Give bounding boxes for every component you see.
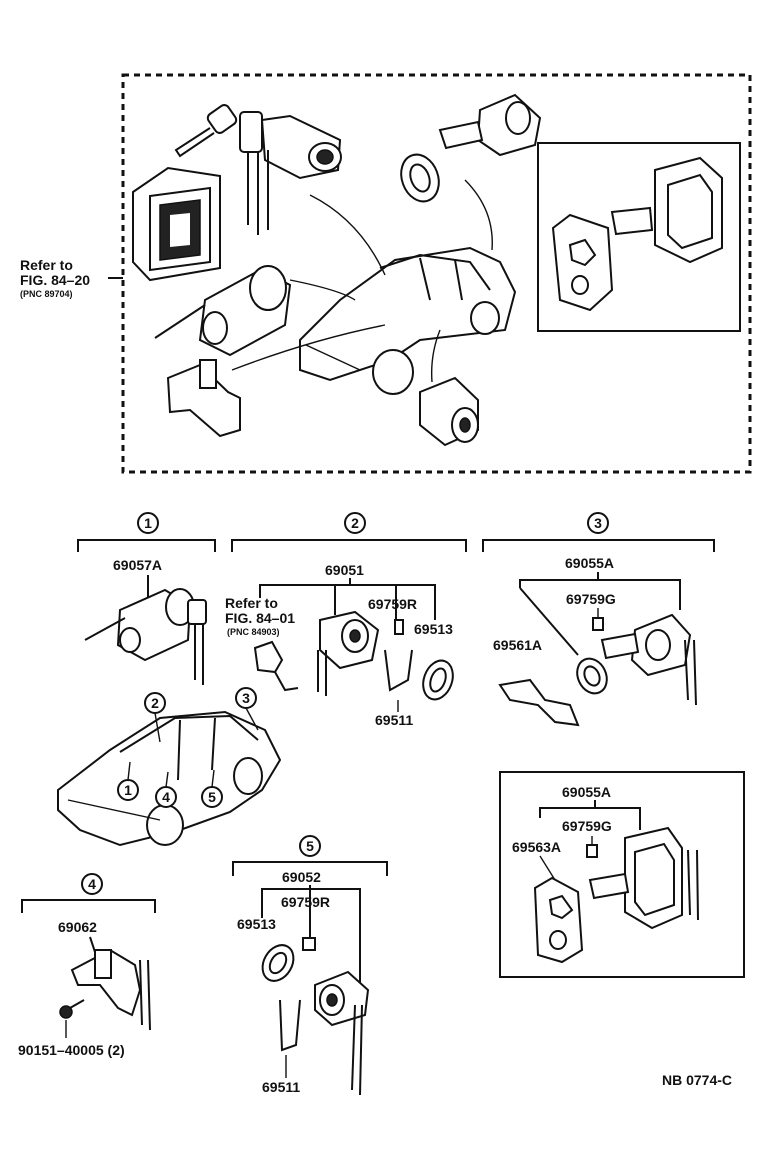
bolt-part-number: 90151–40005 (2) <box>18 1042 125 1058</box>
callout-5: 5 <box>208 789 216 805</box>
part-number: 69759G <box>566 591 616 607</box>
part-number: 69561A <box>493 637 542 653</box>
group-5: 5 69052 69759R 69513 69511 <box>232 835 388 1096</box>
car-outline-icon <box>299 246 517 395</box>
part-number: 69759R <box>281 894 330 910</box>
refer-line3: (PNC 84903) <box>227 627 280 637</box>
part-number: 69052 <box>282 869 321 885</box>
part-number: 69055A <box>562 784 611 800</box>
refer-line2: FIG. 84–01 <box>225 610 295 626</box>
part-number: 69513 <box>414 621 453 637</box>
group-1: 1 69057A <box>77 512 216 685</box>
part-number: 69062 <box>58 919 97 935</box>
trunk-lock-bracket-icon <box>166 359 241 438</box>
footer-code: NB 0774-C <box>662 1072 732 1088</box>
callout-sweeps-top <box>231 179 493 383</box>
bolt-icon <box>59 999 85 1019</box>
group-number: 4 <box>88 876 96 892</box>
ignition-key-icon <box>174 104 238 158</box>
part-number: 69057A <box>113 557 162 573</box>
trunk-lock-icon <box>419 376 479 447</box>
group-number: 1 <box>144 515 152 531</box>
refer-line1: Refer to <box>225 595 278 611</box>
refer-label-top: Refer to FIG. 84–20 (PNC 89704) <box>20 257 123 299</box>
inset-top-right <box>537 142 741 332</box>
ignition-cylinder-icon <box>154 265 292 357</box>
callout-2: 2 <box>151 695 159 711</box>
immobilizer-module-icon <box>132 166 221 282</box>
car-outline-middle: 2 3 1 4 5 <box>57 687 282 847</box>
callout-4: 4 <box>162 789 170 805</box>
group-number: 5 <box>306 838 314 854</box>
group-number: 2 <box>351 515 359 531</box>
part-number: 69563A <box>512 839 561 855</box>
refer-line2: FIG. 84–20 <box>20 272 90 288</box>
part-number: 69051 <box>325 562 364 578</box>
inset-bottom-right: 69055A 69759G 69563A <box>499 771 745 978</box>
retainer-ring-icon <box>400 153 440 203</box>
top-assembly-frame <box>121 73 752 474</box>
refer-line1: Refer to <box>20 257 73 273</box>
refer-line3: (PNC 89704) <box>20 289 73 299</box>
callout-1: 1 <box>124 782 132 798</box>
part-number: 69759R <box>368 596 417 612</box>
group-3: 3 69055A 69759G 69561A <box>482 512 715 727</box>
group-2: 2 69051 Refer to FIG. 84–01 (PNC 84903) … <box>225 512 467 728</box>
glove-box-lock-icon <box>438 93 542 157</box>
callout-3: 3 <box>242 690 250 706</box>
part-number: 69511 <box>375 712 413 728</box>
part-number: 69511 <box>262 1079 300 1095</box>
part-number: 69055A <box>565 555 614 571</box>
door-lock-cylinder-icon <box>239 111 342 235</box>
group-4: 4 69062 90151–40005 (2) <box>18 873 156 1058</box>
part-number: 69759G <box>562 818 612 834</box>
group-number: 3 <box>594 515 602 531</box>
part-number: 69513 <box>237 916 276 932</box>
